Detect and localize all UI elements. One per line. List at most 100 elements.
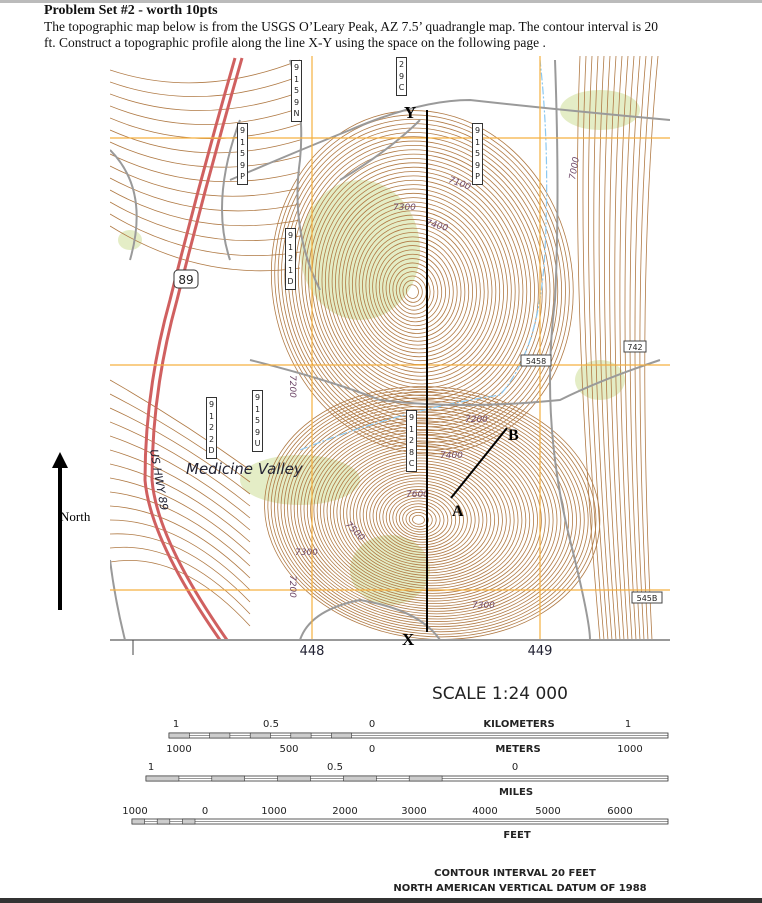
kilometer-bar-segment xyxy=(331,732,352,739)
contour-line xyxy=(110,141,301,168)
segment-a-b xyxy=(450,427,508,499)
contour-line xyxy=(375,245,454,334)
contour-line xyxy=(264,386,601,640)
contour-line xyxy=(389,494,453,543)
mile-bar-segment xyxy=(211,775,246,782)
contour-label: 7300 xyxy=(295,548,318,558)
route-marker: 9122D xyxy=(206,397,217,459)
contour-line xyxy=(341,201,493,373)
contour-line xyxy=(110,117,301,140)
window-bottom-border xyxy=(0,898,762,903)
contour-line xyxy=(110,463,251,543)
contour-line xyxy=(110,407,251,495)
contour-line xyxy=(280,400,581,628)
mile-unit-label: MILES xyxy=(498,787,534,798)
contour-line xyxy=(372,240,458,338)
mile-bar-segment xyxy=(277,775,311,782)
mile-tick-label: 0 xyxy=(511,762,519,773)
contour-line xyxy=(110,189,301,227)
vertical-datum: NORTH AMERICAN VERTICAL DATUM OF 1988 xyxy=(393,883,647,894)
contour-line xyxy=(382,489,460,548)
contour-line xyxy=(110,421,251,507)
meter-tick-label: 1000 xyxy=(166,744,192,755)
contour-line xyxy=(644,56,659,640)
contour-line xyxy=(382,253,446,327)
contour-line xyxy=(349,460,499,574)
km-tick-label: 1 xyxy=(624,719,632,730)
north-label: North xyxy=(60,509,91,524)
contour-line xyxy=(274,114,570,451)
meter-tick-label: 1000 xyxy=(617,744,643,755)
contour-line xyxy=(408,511,429,528)
box-label: 5458 xyxy=(526,357,546,366)
stream xyxy=(299,59,548,451)
contour-line xyxy=(321,175,516,397)
contour-line xyxy=(392,266,435,315)
meter-tick-label: 0 xyxy=(368,744,376,755)
route-marker: 9128C xyxy=(406,410,417,472)
contour-label: 7300 xyxy=(393,203,416,213)
grid-lines xyxy=(110,56,670,640)
contour-line xyxy=(333,446,519,587)
contour-label: 7000 xyxy=(568,156,582,181)
feet-tick-label: 3000 xyxy=(401,806,427,817)
contour-line xyxy=(614,56,629,640)
feet-tick-label: 6000 xyxy=(607,806,633,817)
contour-line xyxy=(277,397,585,630)
contour-line xyxy=(267,388,597,638)
contour-line xyxy=(320,434,535,597)
contour-label: 7200 xyxy=(465,415,488,425)
instructions-line-2: ft. Construct a topographic profile alon… xyxy=(44,35,546,50)
box-label: 742 xyxy=(627,343,642,352)
km-tick-label: 0.5 xyxy=(263,719,279,730)
contour-labels: 7100 7300 7400 7200 7400 7600 7500 7300 … xyxy=(287,156,582,611)
contour-line xyxy=(378,249,450,330)
point-x-label: X xyxy=(402,630,415,649)
feet-tick-label: 2000 xyxy=(332,806,358,817)
contour-line xyxy=(303,420,554,610)
point-b-label: B xyxy=(508,427,519,444)
north-arrow xyxy=(52,452,68,610)
mile-bar-segment xyxy=(408,775,443,782)
contour-line xyxy=(281,123,563,443)
contour-line xyxy=(577,56,601,640)
grid-label-448: 448 xyxy=(300,644,325,659)
contour-line xyxy=(329,443,523,589)
contour-line xyxy=(385,491,457,546)
contour-line xyxy=(310,426,546,605)
contour-line xyxy=(619,56,633,640)
kilometer-bar xyxy=(168,732,669,739)
contour-line xyxy=(389,262,439,319)
scale-title: SCALE 1:24 000 xyxy=(432,684,568,704)
contour-line xyxy=(359,469,488,566)
contour-line xyxy=(277,118,566,447)
meter-tick-label: 500 xyxy=(279,744,299,755)
meter-unit-label: METERS xyxy=(495,744,541,755)
highway-shield: 89 xyxy=(173,269,199,289)
contour-line xyxy=(412,514,425,525)
contour-line xyxy=(293,411,566,617)
contour-line xyxy=(313,429,542,602)
feet-bar-segment xyxy=(131,818,145,825)
contour-line xyxy=(402,279,423,303)
contour-line xyxy=(345,205,489,369)
contour-line xyxy=(316,431,538,599)
contour-interval: CONTOUR INTERVAL 20 FEET xyxy=(434,868,596,879)
contour-line xyxy=(304,153,535,416)
contour-line xyxy=(346,457,503,576)
contour-line xyxy=(110,546,251,615)
contour-line xyxy=(385,258,443,323)
contour-line xyxy=(343,454,507,579)
route-marker: 9159N xyxy=(291,60,302,122)
contour-line xyxy=(110,491,251,567)
contour-line xyxy=(110,213,301,256)
km-tick-label: 0 xyxy=(368,719,376,730)
kilometer-bar-segment xyxy=(168,732,190,739)
contour-line xyxy=(399,275,427,307)
contour-line xyxy=(624,56,637,640)
feet-unit-label: FEET xyxy=(503,830,531,841)
kilometer-bar-segment xyxy=(209,732,231,739)
contour-line xyxy=(110,379,251,471)
contour-line xyxy=(339,451,511,581)
contour-line xyxy=(395,271,431,311)
